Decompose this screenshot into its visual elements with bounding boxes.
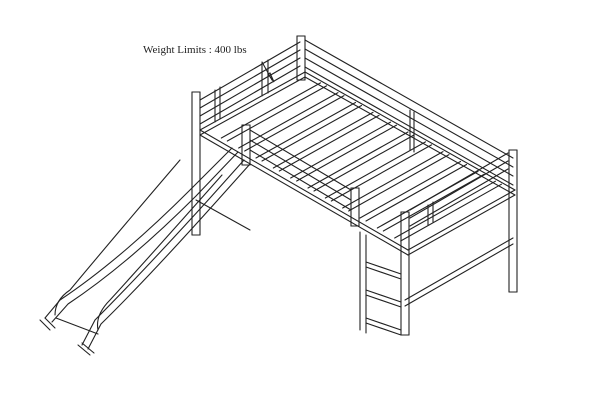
bed-slat [348, 154, 450, 212]
frame-rail [407, 194, 516, 256]
ladder-rung [365, 289, 402, 303]
slide-bed-edge [96, 174, 223, 331]
slide-bed-edge [54, 159, 181, 316]
ladder-rung [365, 322, 402, 336]
left-guardrail-bar [199, 65, 301, 125]
weight-limit-arrowhead [267, 72, 275, 83]
slide-foot [39, 319, 51, 331]
back-guardrail-bar [304, 39, 514, 159]
right-guardrail-bar [409, 160, 509, 219]
slide-rail-right [81, 159, 245, 346]
slide-rail-left [51, 151, 239, 323]
front-guardrail-bar [249, 139, 352, 201]
bed-slat [290, 121, 392, 179]
bed-slat [226, 85, 328, 142]
bed-slat [359, 160, 462, 219]
bed-slat [313, 134, 415, 192]
front-guardrail-bar [249, 149, 352, 211]
bed-slat [278, 114, 380, 172]
bed-slat [272, 111, 374, 169]
bed-slat [296, 124, 398, 182]
back-guardrail-bar [304, 57, 514, 177]
ladder-rung [365, 266, 402, 280]
bed-slat [394, 180, 497, 239]
frame-rail [407, 189, 516, 251]
slide-bottom-edge [55, 317, 99, 335]
bed-slat [324, 141, 427, 199]
bed-slat [244, 95, 345, 152]
ladder-rung [365, 261, 402, 275]
right-guardrail-bar [409, 152, 509, 211]
right-guardrail-bar [409, 168, 509, 227]
back-guardrail-bar [304, 66, 514, 186]
lower-rail [404, 243, 514, 307]
slide-rail-left [44, 147, 233, 319]
weight-limit-label: Weight Limits : 400 lbs [143, 44, 247, 56]
slide-foot [77, 344, 91, 356]
frame-rail [199, 71, 306, 131]
bed-slat [400, 183, 503, 242]
left-guardrail-bar [199, 49, 301, 109]
slide-foot [44, 317, 56, 329]
front-guardrail-bar [249, 129, 352, 191]
bed-slat [365, 163, 468, 222]
bed-slat [261, 104, 363, 162]
lower-rail [195, 199, 251, 231]
slide-rail-right [87, 163, 251, 350]
ladder-rung [365, 317, 402, 331]
bed-slat [255, 101, 357, 159]
bed-slat [330, 144, 433, 202]
bed-slat [220, 82, 322, 139]
left-guardrail-bar [199, 57, 301, 117]
lower-rail [404, 237, 514, 301]
ladder-rung [365, 294, 402, 308]
bed-slat [307, 131, 409, 189]
slide-foot [81, 342, 95, 354]
frame-rail [199, 76, 306, 136]
left-guardrail-bar [199, 41, 301, 101]
back-guardrail-bar [304, 48, 514, 168]
frame-rail [199, 129, 409, 251]
bed-slat [238, 92, 339, 149]
bed-slat [382, 173, 485, 232]
